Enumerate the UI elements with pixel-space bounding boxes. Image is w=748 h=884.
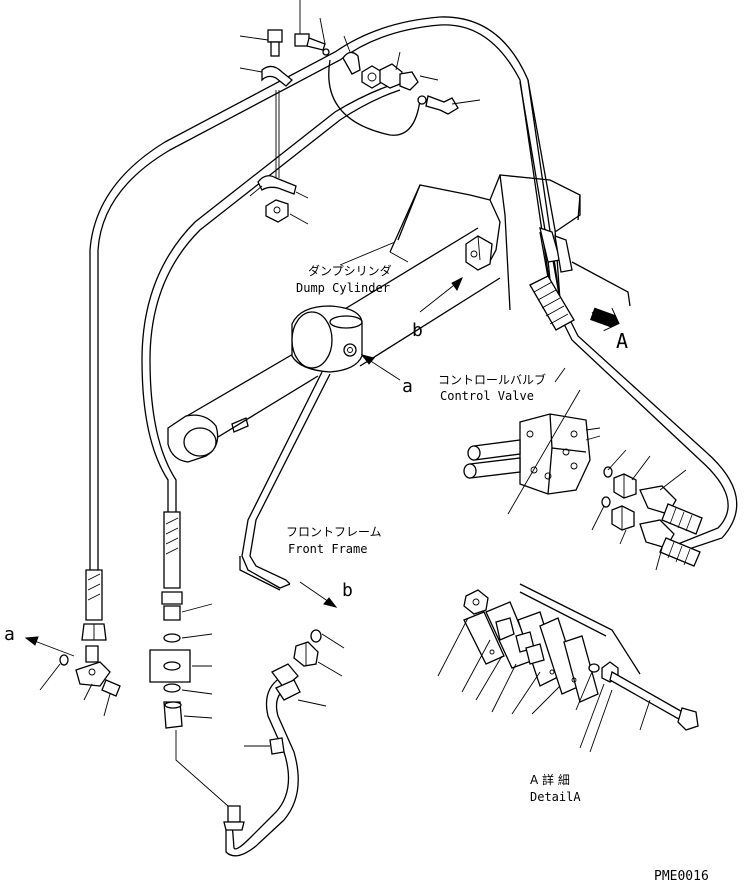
ref-b-lower: b — [342, 580, 353, 601]
dump-cylinder-label-jp: ダンプシリンダ — [308, 263, 392, 278]
drawing-code: PME0016 — [654, 869, 709, 884]
port-arrows — [360, 276, 463, 381]
control-valve-hoses — [529, 227, 738, 557]
ref-a-left: a — [4, 624, 15, 645]
detail-A-label-en: DetailA — [530, 790, 581, 804]
detail-A-view — [437, 583, 699, 753]
front-frame-label-en: Front Frame — [288, 542, 367, 556]
control-valve — [463, 389, 703, 571]
dump-cylinder — [167, 174, 631, 463]
control-valve-label-en: Control Valve — [440, 389, 534, 403]
dump-cylinder-leaders — [339, 241, 409, 266]
lower-pipe-assembly — [175, 629, 345, 857]
ref-b-cylinder: b — [412, 320, 423, 341]
center-fitting-stack — [149, 511, 213, 729]
view-arrow-A — [590, 307, 620, 332]
dump-cylinder-label-en: Dump Cylinder — [296, 281, 390, 295]
left-hose-fittings — [24, 569, 121, 717]
ref-a-cylinder: a — [402, 376, 413, 397]
arrow-b-lower — [299, 581, 338, 608]
hose-clamp-assembly — [239, 0, 481, 225]
control-valve-label-jp: コントロールバルブ — [438, 372, 546, 387]
ref-A-label: A — [616, 329, 628, 353]
detail-A-label-jp: A 詳 細 — [530, 772, 570, 787]
front-frame-label-jp: フロントフレーム — [286, 525, 382, 539]
front-frame-line — [239, 371, 331, 591]
